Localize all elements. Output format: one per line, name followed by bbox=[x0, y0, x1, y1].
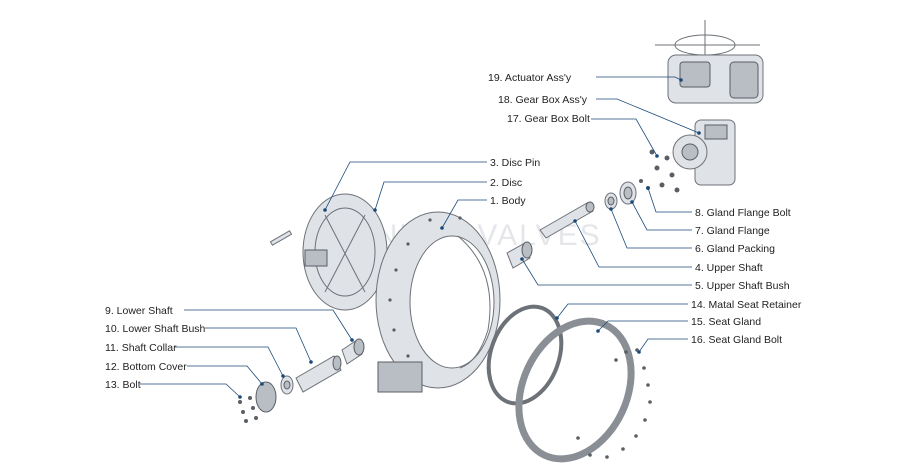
lower-shaft-bush bbox=[341, 338, 365, 365]
label-metal-seat-retainer: 14. Matal Seat Retainer bbox=[691, 299, 802, 311]
bottom-bolts bbox=[238, 396, 258, 423]
metal-seat-retainer bbox=[486, 304, 564, 406]
label-bottom-cover: 12. Bottom Cover bbox=[105, 361, 187, 373]
label-disc-pin: 3. Disc Pin bbox=[490, 157, 540, 169]
upper-shaft-bush bbox=[506, 241, 533, 269]
label-seat-gland: 15. Seat Gland bbox=[691, 316, 761, 328]
valve-body bbox=[375, 211, 501, 393]
label-gear-box-bolt: 17. Gear Box Bolt bbox=[507, 113, 590, 125]
label-gear-box-assy: 18. Gear Box Ass'y bbox=[498, 94, 588, 106]
seat-gland-bolts bbox=[576, 348, 652, 459]
label-upper-shaft-bush: 5. Upper Shaft Bush bbox=[695, 280, 790, 292]
label-seat-gland-bolt: 16. Seat Gland Bolt bbox=[691, 334, 782, 346]
upper-shaft bbox=[539, 201, 595, 239]
label-lower-shaft: 9. Lower Shaft bbox=[105, 305, 173, 317]
lower-shaft bbox=[295, 355, 342, 393]
label-disc: 2. Disc bbox=[490, 177, 522, 189]
gland-parts bbox=[604, 179, 650, 210]
label-upper-shaft: 4. Upper Shaft bbox=[695, 262, 763, 274]
label-bolt: 13. Bolt bbox=[105, 379, 141, 391]
leader-lines bbox=[140, 76, 701, 399]
seat-gland bbox=[515, 317, 635, 463]
label-gland-flange: 7. Gland Flange bbox=[695, 225, 770, 237]
bottom-cover bbox=[255, 381, 277, 413]
label-actuator-assy: 19. Actuator Ass'y bbox=[488, 72, 572, 84]
gear-box-assembly bbox=[672, 119, 736, 186]
shaft-collar bbox=[280, 375, 294, 395]
label-gland-packing: 6. Gland Packing bbox=[695, 243, 775, 255]
label-body: 1. Body bbox=[490, 195, 526, 207]
label-shaft-collar: 11. Shaft Collar bbox=[105, 342, 177, 354]
actuator-assembly bbox=[655, 20, 764, 104]
label-lower-shaft-bush: 10. Lower Shaft Bush bbox=[105, 323, 206, 335]
part-labels: 19. Actuator Ass'y 18. Gear Box Ass'y 17… bbox=[105, 72, 802, 391]
gear-box-bolts bbox=[649, 149, 680, 193]
label-gland-flange-bolt: 8. Gland Flange Bolt bbox=[695, 207, 791, 219]
